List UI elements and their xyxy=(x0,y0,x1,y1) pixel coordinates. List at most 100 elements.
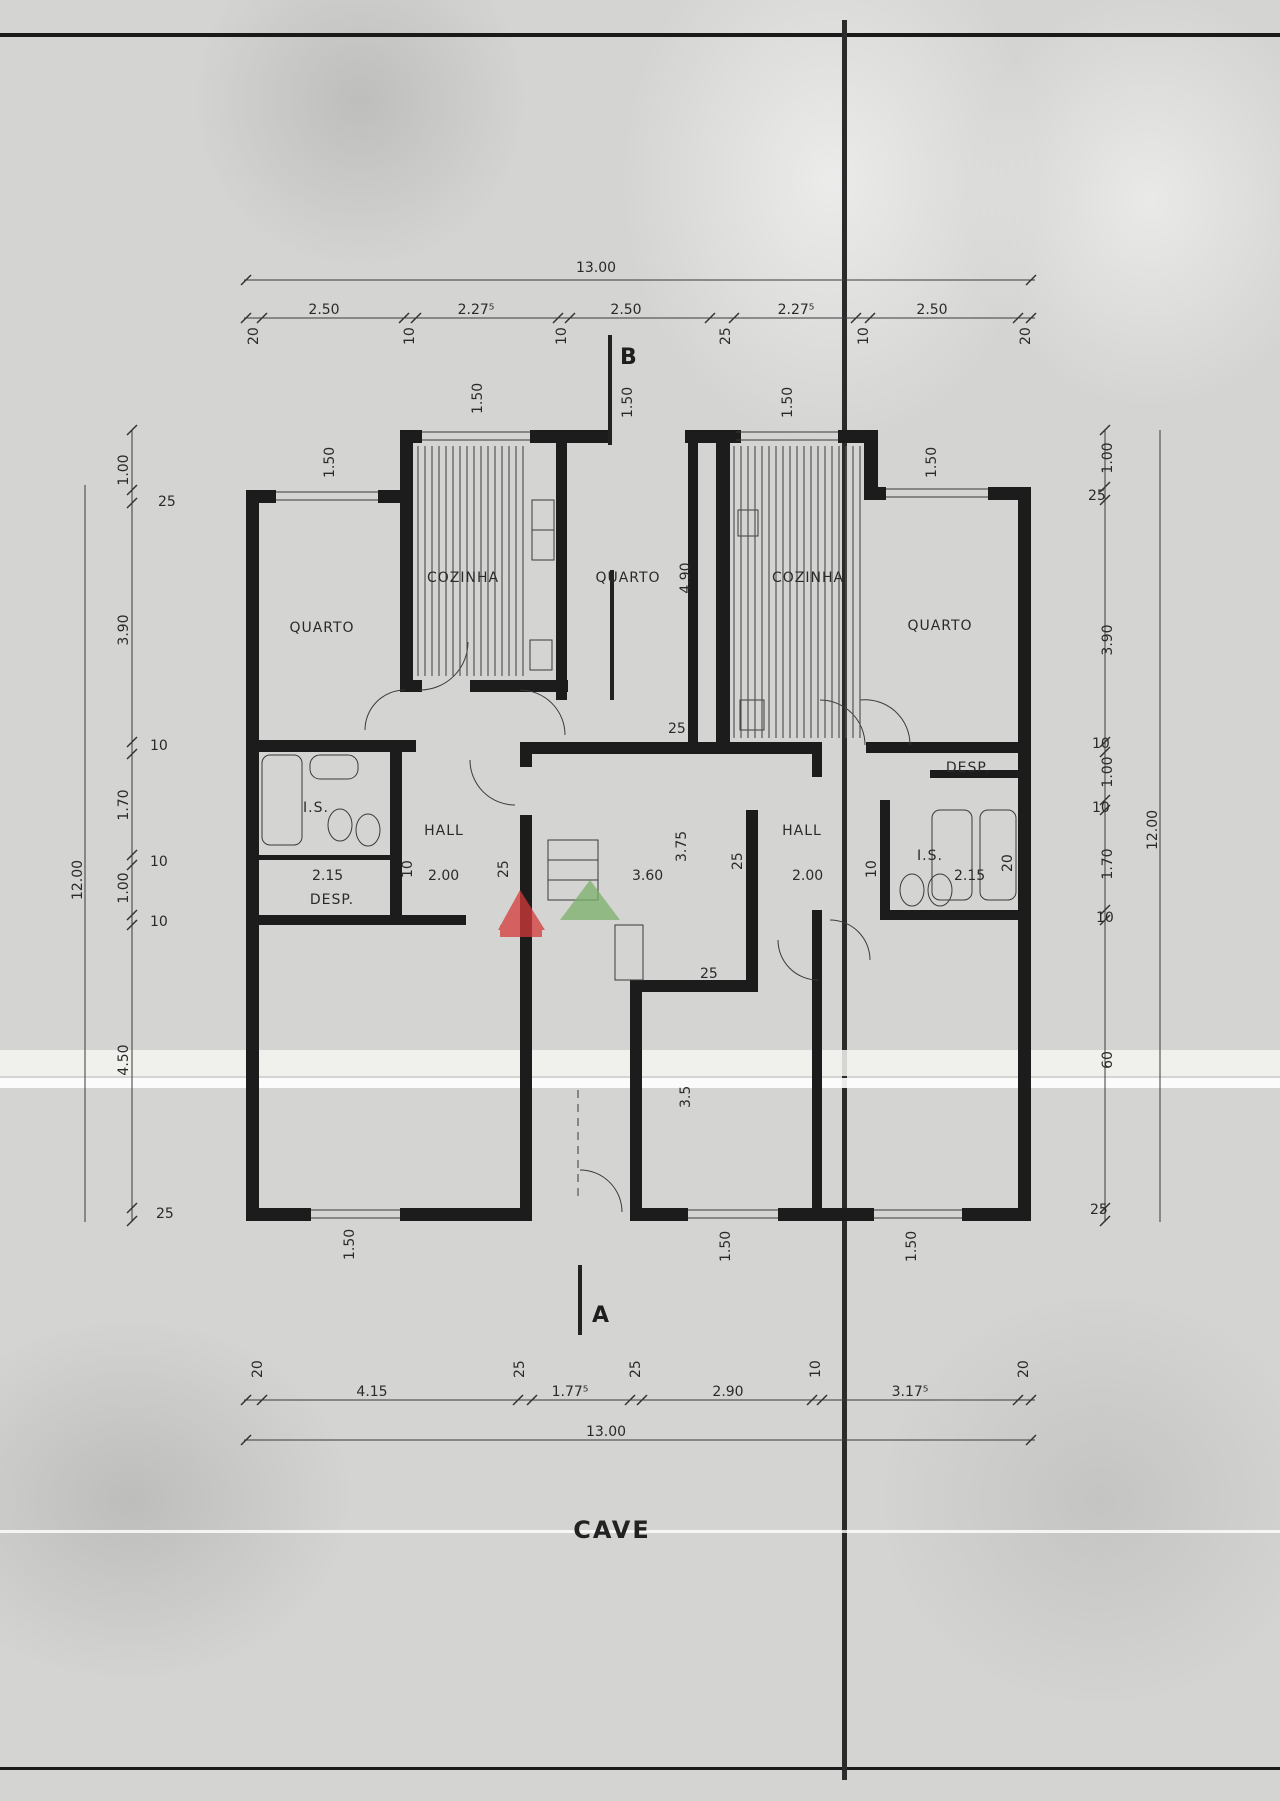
dim-top-w10a: 10 xyxy=(402,327,418,345)
dim-tick xyxy=(126,748,138,760)
dim-window-top2: 1.50 xyxy=(470,383,486,414)
room-quarto-center: QUARTO xyxy=(595,570,660,586)
dim-left-v170: 1.70 xyxy=(116,789,132,820)
dimension-lines xyxy=(84,279,1161,1441)
dim-tick xyxy=(1099,1215,1111,1227)
dim-int-25b: 25 xyxy=(496,860,512,878)
dim-int-20: 20 xyxy=(1000,854,1016,872)
dim-tick xyxy=(1099,794,1111,806)
dims-top: 13.00 2.50 2.27⁵ 2.50 2.27⁵ 2.50 20 10 1… xyxy=(246,260,1034,345)
kitchen-hatch-right xyxy=(733,446,861,738)
dim-top-seg5: 2.50 xyxy=(916,302,947,318)
dim-left-overall: 12.00 xyxy=(70,860,86,900)
dim-window-top4: 1.50 xyxy=(780,387,796,418)
dim-tick xyxy=(1099,424,1111,436)
dim-top-seg3: 2.50 xyxy=(610,302,641,318)
dim-tick xyxy=(126,1202,138,1214)
dim-left-v390: 3.90 xyxy=(116,614,132,645)
dim-tick xyxy=(806,1394,818,1406)
room-cozinha-right: COZINHA xyxy=(772,570,844,586)
thin-linework xyxy=(261,335,1017,1335)
dim-left-v100b: 1.00 xyxy=(116,872,132,903)
dim-bottom-seg2: 1.77⁵ xyxy=(552,1384,589,1400)
room-desp-left: DESP. xyxy=(310,892,354,908)
dim-tick xyxy=(240,312,252,324)
dim-tick xyxy=(126,484,138,496)
dim-window-bot2: 1.50 xyxy=(718,1231,734,1262)
dim-bottom-w25b: 25 xyxy=(628,1360,644,1378)
dim-tick xyxy=(864,312,876,324)
dim-tick xyxy=(526,1394,538,1406)
dim-left-v25a: 25 xyxy=(158,494,176,510)
dim-top-seg4: 2.27⁵ xyxy=(778,302,815,318)
dim-tick xyxy=(1025,1434,1037,1446)
dim-tick xyxy=(564,312,576,324)
dim-tick xyxy=(126,424,138,436)
kitchen-hatch-left xyxy=(417,446,524,676)
dim-int-375: 3.75 xyxy=(674,831,690,862)
dim-int-25c: 25 xyxy=(730,852,746,870)
dim-tick xyxy=(1099,914,1111,926)
dim-tick xyxy=(1025,1394,1037,1406)
dim-tick xyxy=(704,312,716,324)
room-is-right: I.S. xyxy=(917,848,943,864)
dim-desp-left: 2.15 xyxy=(312,868,343,884)
dim-window-top1: 1.50 xyxy=(322,447,338,478)
room-desp-right: DESP. xyxy=(946,760,990,776)
room-hall-right: HALL xyxy=(782,823,822,839)
dim-top-w20b: 20 xyxy=(1018,327,1034,345)
dim-tick xyxy=(126,736,138,748)
dim-right-overall: 12.00 xyxy=(1145,810,1161,850)
dim-int-10a: 10 xyxy=(400,860,416,878)
dim-int-35: 3.5 xyxy=(678,1086,694,1108)
dim-bottom-w20b: 20 xyxy=(1016,1360,1032,1378)
dim-tick xyxy=(1025,274,1037,286)
dim-tick xyxy=(1099,804,1111,816)
dim-left-v25b: 25 xyxy=(156,1206,174,1222)
dim-tick xyxy=(126,919,138,931)
dim-left-v10c: 10 xyxy=(150,914,168,930)
dim-bottom-w10: 10 xyxy=(808,1360,824,1378)
dim-tick xyxy=(126,1215,138,1227)
window-dims: 1.50 1.50 1.50 1.50 1.50 1.50 1.50 1.50 xyxy=(322,383,940,1262)
dim-tick xyxy=(240,274,252,286)
dim-int-25d: 25 xyxy=(700,966,718,982)
dimension-ticks xyxy=(126,274,1111,1446)
dim-tick xyxy=(1025,312,1037,324)
drawing-title: CAVE xyxy=(573,1516,651,1544)
walls xyxy=(246,430,1031,1221)
watermark-logo xyxy=(498,880,620,937)
room-labels: QUARTO COZINHA QUARTO COZINHA QUARTO HAL… xyxy=(289,570,990,908)
dim-window-bot3: 1.50 xyxy=(904,1231,920,1262)
dim-left-v10b: 10 xyxy=(150,854,168,870)
dim-tick xyxy=(126,497,138,509)
room-hall-left: HALL xyxy=(424,823,464,839)
dim-window-top3: 1.50 xyxy=(620,387,636,418)
dim-hall-right: 2.00 xyxy=(792,868,823,884)
dim-right-v100b: 1.00 xyxy=(1100,756,1116,787)
dim-tick xyxy=(636,1394,648,1406)
dim-tick xyxy=(256,1394,268,1406)
dims-right: 12.00 1.00 25 3.90 10 1.00 10 1.70 10 60… xyxy=(1088,442,1161,1218)
dim-tick xyxy=(1012,1394,1024,1406)
dim-bottom-seg3: 2.90 xyxy=(712,1384,743,1400)
dim-top-w10c: 10 xyxy=(856,327,872,345)
dims-bottom: 13.00 4.15 1.77⁵ 2.90 3.17⁵ 20 25 25 10 … xyxy=(250,1360,1032,1440)
room-quarto-right: QUARTO xyxy=(907,618,972,634)
dim-tick xyxy=(1012,312,1024,324)
dim-right-v100: 1.00 xyxy=(1100,442,1116,473)
dim-tick xyxy=(126,859,138,871)
dim-quarto-depth: 4.90 xyxy=(678,562,694,593)
dim-tick xyxy=(1099,1202,1111,1214)
dim-right-v10a: 10 xyxy=(1092,736,1110,752)
dim-tick xyxy=(240,1434,252,1446)
dim-tick xyxy=(552,312,564,324)
dims-left: 12.00 1.00 25 3.90 10 1.70 10 1.00 10 4.… xyxy=(70,454,176,1222)
dim-bottom-overall: 13.00 xyxy=(586,1424,626,1440)
dim-top-w10b: 10 xyxy=(554,327,570,345)
section-mark-b: B xyxy=(620,345,637,370)
dim-tick xyxy=(1099,746,1111,758)
dim-bottom-seg4: 3.17⁵ xyxy=(892,1384,929,1400)
dim-tick xyxy=(256,312,268,324)
